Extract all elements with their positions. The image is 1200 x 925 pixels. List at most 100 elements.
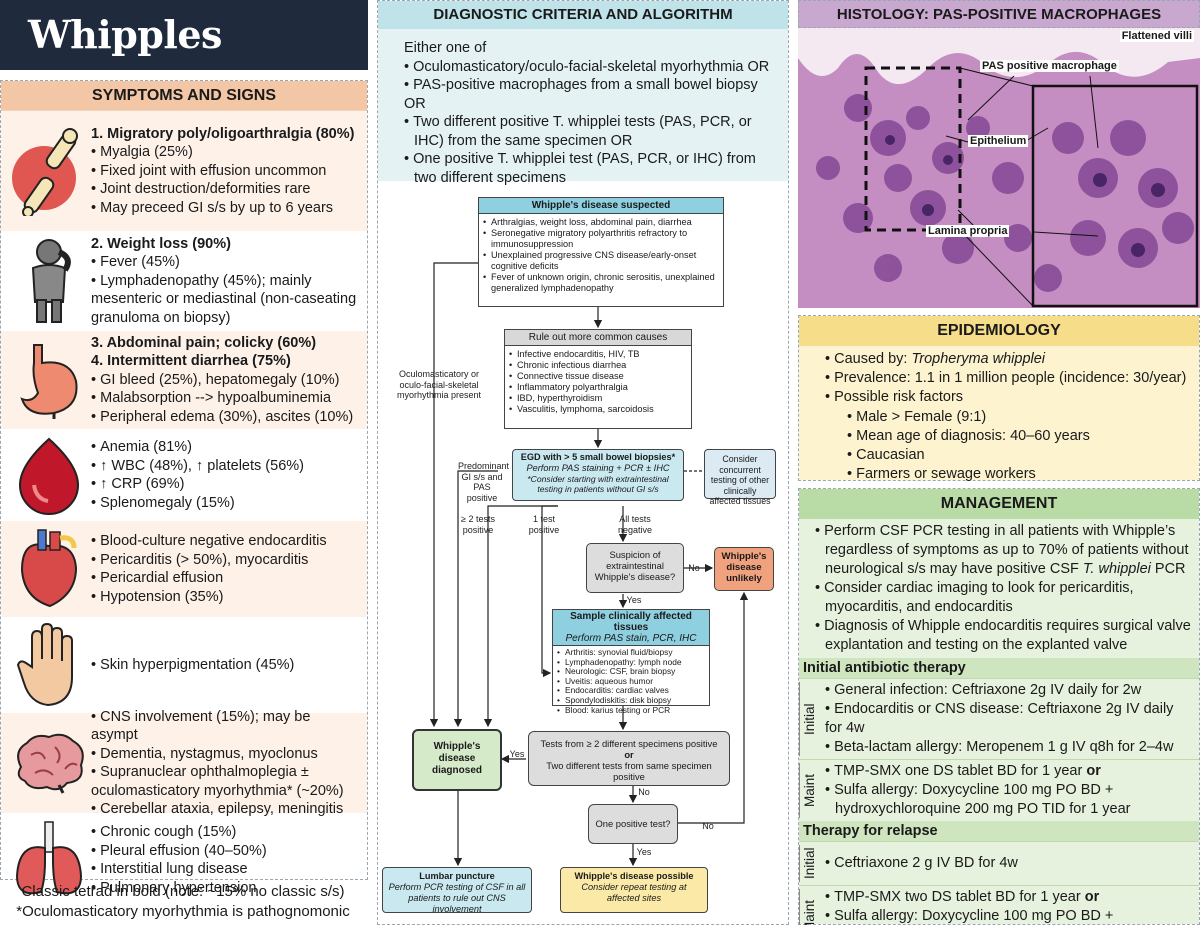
mgmt-maint-item: Sulfa allergy: Doxycycline 100 mg PO BD … <box>825 781 1193 819</box>
flow-lumbar-body: Perform PCR testing of CSF in all patien… <box>388 882 526 914</box>
flow-item: Unexplained progressive CNS disease/earl… <box>483 250 719 272</box>
flow-suspected-head: Whipple's disease suspected <box>479 198 723 214</box>
histology-label-villi: Flattened villi <box>1119 30 1194 42</box>
management-heading: MANAGEMENT <box>799 489 1199 519</box>
symptom-item: ↑ CRP (69%) <box>91 475 361 494</box>
flow-label-yes2: Yes <box>509 749 525 759</box>
page-title: Whipples disease <box>0 0 368 127</box>
symptom-item: Cerebellar ataxia, epilepsy, meningitis <box>91 800 361 819</box>
lungs-icon <box>7 820 91 900</box>
mgmt-initial-label: Initial <box>799 682 819 756</box>
epi-caused: Caused by: Tropheryma whipplei <box>825 350 1189 369</box>
diagnostic-panel: DIAGNOSTIC CRITERIA AND ALGORITHM Either… <box>377 0 789 925</box>
mgmt-relapse-heading: Therapy for relapse <box>799 821 1199 841</box>
symptom-item: Blood-culture negative endocarditis <box>91 532 361 551</box>
symptom-item: Fixed joint with effusion uncommon <box>91 162 361 181</box>
symptom-item: GI bleed (25%), hepatomegaly (10%) <box>91 371 361 390</box>
mgmt-item-csf-c: PCR <box>1150 561 1186 577</box>
person-sick-icon <box>7 238 91 324</box>
management-body: Perform CSF PCR testing in all patients … <box>799 519 1199 925</box>
symptom-item: Chronic cough (15%) <box>91 823 361 842</box>
flow-lumbar-box: Lumbar puncture Perform PCR testing of C… <box>382 867 532 914</box>
mgmt-relapse-maint-label: Maint <box>799 889 819 925</box>
flow-tests-line1: Tests from ≥ 2 different specimens posit… <box>540 738 718 749</box>
mgmt-relapse-item: Ceftriaxone 2 g IV BD for 4w <box>825 854 1193 873</box>
flow-sample-box: Sample clinically affected tissues Perfo… <box>552 609 710 715</box>
flow-ruleout-head: Rule out more common causes <box>505 330 691 346</box>
flow-label-oculo: Oculomasticatory or oculo-facial-skeleta… <box>396 369 482 400</box>
flow-label-no1: No <box>688 563 700 573</box>
symptom-title: 3. Abdominal pain; colicky (60%) <box>91 334 317 351</box>
symptom-item: Pericardial effusion <box>91 569 361 588</box>
epi-risk: Possible risk factors <box>825 388 1189 407</box>
mgmt-maint-label: Maint <box>799 763 819 818</box>
symptom-group-weight: 2. Weight loss (90%) Fever (45%) Lymphad… <box>1 231 367 331</box>
flow-label-yes1: Yes <box>626 595 642 605</box>
symptom-group-skin: Skin hyperpigmentation (45%) <box>1 617 367 713</box>
flow-suspected-box: Whipple's disease suspected Arthralgias,… <box>478 197 724 307</box>
criteria-item: Oculomasticatory/oculo-facial-skeletal m… <box>404 58 774 77</box>
symptom-title: 1. Migratory poly/oligoarthralgia (80%) <box>91 125 355 142</box>
histology-heading: HISTOLOGY: PAS-POSITIVE MACROPHAGES <box>798 0 1200 28</box>
epi-risk-item: Caucasian <box>825 446 1189 465</box>
flow-sample-sub: Perform PAS stain, PCR, IHC <box>565 633 697 644</box>
symptom-item: Dementia, nystagmus, myoclonus <box>91 745 361 764</box>
epidemiology-heading: EPIDEMIOLOGY <box>799 316 1199 346</box>
histology-panel: HISTOLOGY: PAS-POSITIVE MACROPHAGES <box>798 0 1200 308</box>
symptom-group-gi: 3. Abdominal pain; colicky (60%) 4. Inte… <box>1 331 367 429</box>
footnotes: Classic tetrad in bold (note: ~15% no cl… <box>8 882 358 922</box>
flow-egd-line3: *Consider starting with extraintestinal … <box>527 474 669 494</box>
mgmt-item-cardiac: Consider cardiac imaging to look for per… <box>815 579 1193 617</box>
histology-label-pas: PAS positive macrophage <box>980 60 1119 72</box>
epi-caused-prefix: Caused by: <box>834 351 912 367</box>
flow-label-no2: No <box>638 787 650 797</box>
flow-item: Arthralgias, weight loss, abdominal pain… <box>483 217 719 228</box>
stomach-icon <box>7 341 91 419</box>
brain-icon <box>7 731 91 795</box>
flow-label-yes3: Yes <box>636 847 652 857</box>
flow-label-one: 1 test positive <box>528 514 560 535</box>
flow-lumbar-head: Lumbar puncture <box>419 871 495 881</box>
epi-organism: Tropheryma whipplei <box>911 351 1046 367</box>
symptom-item: Supranuclear ophthalmoplegia ± oculomast… <box>91 763 361 800</box>
flow-suspicion-box: Suspicion of extraintestinal Whipple's d… <box>586 543 684 593</box>
symptom-item: Myalgia (25%) <box>91 143 361 162</box>
mgmt-maint-row: Maint TMP-SMX one DS tablet BD for 1 yea… <box>799 759 1199 821</box>
symptom-item: Hypotension (35%) <box>91 588 361 607</box>
symptom-item: Interstitial lung disease <box>91 860 361 879</box>
mgmt-item-endocarditis: Diagnosis of Whipple endocarditis requir… <box>815 617 1193 655</box>
epi-risk-item: Farmers or sewage workers <box>825 465 1189 484</box>
flow-item: Infective endocarditis, HIV, TB <box>509 349 687 360</box>
flow-item: Uveitis: aqueous humor <box>557 676 705 687</box>
symptom-item: Peripheral edema (30%), ascites (10%) <box>91 408 361 427</box>
flow-possible-box: Whipple's disease possible Consider repe… <box>560 867 708 913</box>
flow-unlikely-box: Whipple's disease unlikely <box>714 547 774 591</box>
flow-item: Arthritis: synovial fluid/biopsy <box>557 647 705 658</box>
symptom-item: Lymphadenopathy (45%); mainly mesenteric… <box>91 272 361 328</box>
blood-drop-icon <box>7 435 91 515</box>
flow-egd-head: EGD with > 5 small bowel biopsies* <box>520 452 676 462</box>
flow-label-no3: No <box>702 821 714 831</box>
heart-icon <box>7 528 91 610</box>
diagnostic-criteria: Either one of Oculomasticatory/oculo-fac… <box>378 29 788 186</box>
mgmt-initial-item: General infection: Ceftriaxone 2g IV dai… <box>825 681 1193 700</box>
flow-item: Endocarditis: cardiac valves <box>557 686 705 696</box>
epi-prevalence: Prevalence: 1.1 in 1 million people (inc… <box>825 369 1189 388</box>
flow-tests-box: Tests from ≥ 2 different specimens posit… <box>528 731 730 786</box>
flow-tests-or: or <box>624 749 634 760</box>
flow-item: Fever of unknown origin, chronic serosit… <box>483 272 719 294</box>
symptom-group-cardiac: Blood-culture negative endocarditis Peri… <box>1 521 367 617</box>
symptom-item: Pleural effusion (40–50%) <box>91 842 361 861</box>
mgmt-relapse-initial-label: Initial <box>799 845 819 882</box>
symptom-group-joint: 1. Migratory poly/oligoarthralgia (80%) … <box>1 111 367 231</box>
flow-sample-head: Sample clinically affected tissues Perfo… <box>553 610 709 646</box>
flow-ruleout-box: Rule out more common causes Infective en… <box>504 329 692 429</box>
epi-risk-item: Mean age of diagnosis: 40–60 years <box>825 427 1189 446</box>
symptom-item: Skin hyperpigmentation (45%) <box>91 656 361 675</box>
flow-item: Chronic infectious diarrhea <box>509 360 687 371</box>
symptom-item: Splenomegaly (15%) <box>91 494 361 513</box>
flow-item: Spondylodiskitis: disk biopsy <box>557 695 705 706</box>
flow-item: Blood: karius testing or PCR <box>557 705 705 716</box>
management-panel: MANAGEMENT Perform CSF PCR testing in al… <box>798 488 1200 925</box>
mgmt-relapse-maint-a: TMP-SMX two DS tablet BD for 1 year <box>834 889 1085 905</box>
